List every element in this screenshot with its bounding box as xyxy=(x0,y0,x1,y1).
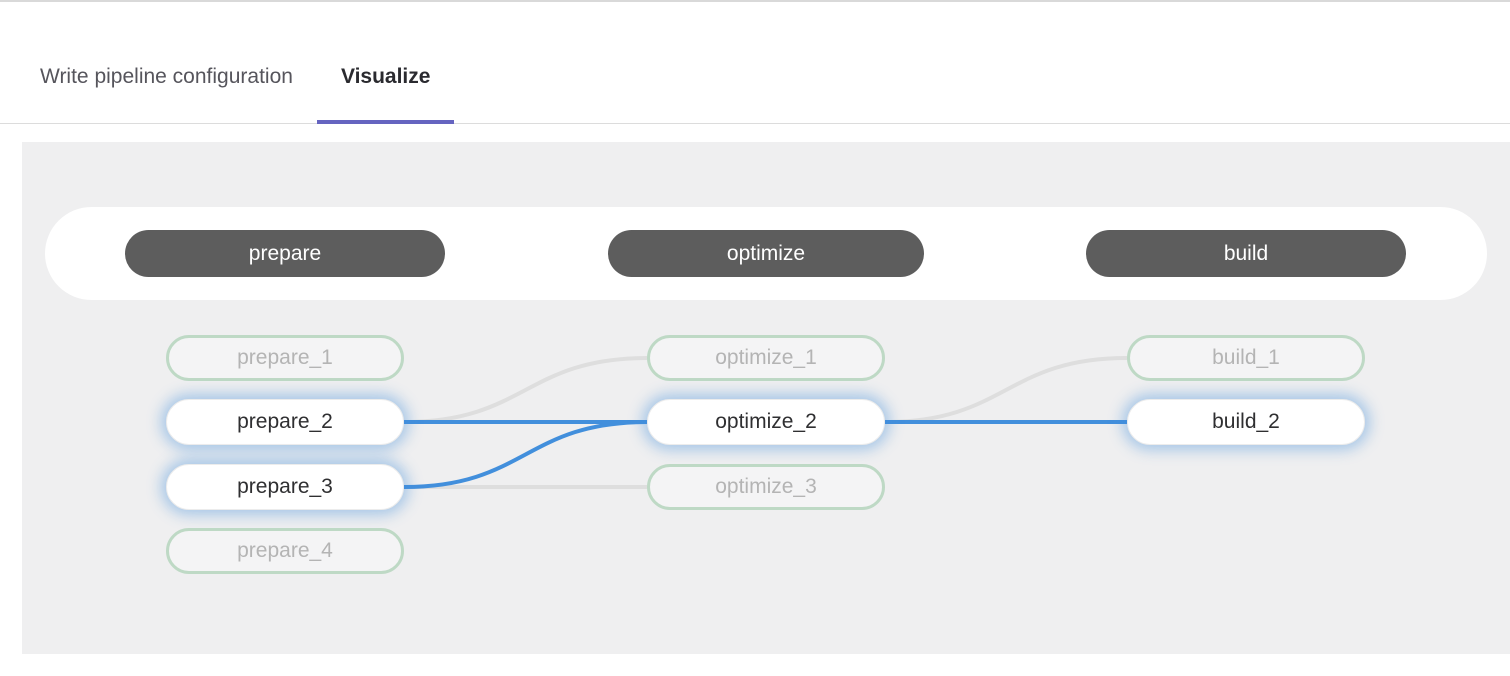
job-pill-build_2[interactable]: build_2 xyxy=(1127,399,1365,445)
stage-pill-optimize: optimize xyxy=(608,230,924,277)
job-pill-prepare_1[interactable]: prepare_1 xyxy=(166,335,404,381)
job-pill-prepare_4[interactable]: prepare_4 xyxy=(166,528,404,574)
stage-pill-prepare: prepare xyxy=(125,230,445,277)
tab-visualize[interactable]: Visualize xyxy=(316,30,455,124)
job-pill-prepare_2[interactable]: prepare_2 xyxy=(166,399,404,445)
link-optimize_2-to-build_1 xyxy=(884,356,1128,424)
job-pill-prepare_3[interactable]: prepare_3 xyxy=(166,464,404,510)
job-pill-optimize_2[interactable]: optimize_2 xyxy=(647,399,885,445)
pipeline-editor-tabs: Write pipeline configuration Visualize xyxy=(0,2,1510,124)
stage-pill-build: build xyxy=(1086,230,1406,277)
job-pill-optimize_3[interactable]: optimize_3 xyxy=(647,464,885,510)
tab-write-pipeline-configuration[interactable]: Write pipeline configuration xyxy=(40,64,293,88)
job-pill-optimize_1[interactable]: optimize_1 xyxy=(647,335,885,381)
top-divider xyxy=(0,0,1510,2)
link-prepare_3-to-optimize_2 xyxy=(403,420,648,489)
link-prepare_2-to-optimize_1 xyxy=(403,356,648,424)
job-pill-build_1[interactable]: build_1 xyxy=(1127,335,1365,381)
